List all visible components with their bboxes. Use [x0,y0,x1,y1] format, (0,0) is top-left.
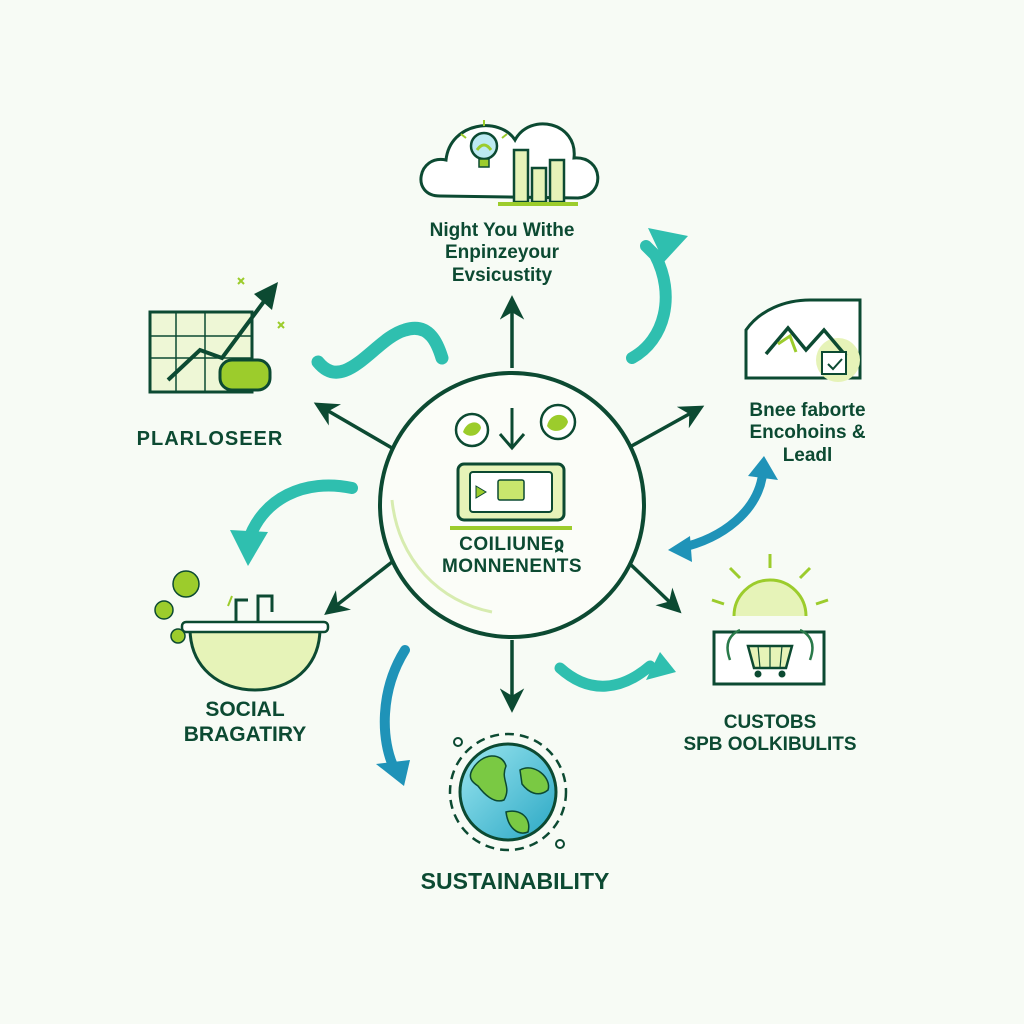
blue-arrow-right-up [675,473,767,553]
node-label-top-line-1: Night You Withe [429,220,575,241]
teal-arrowhead-bottom-right [646,652,676,680]
node-label-bottom: SUSTAINABILITY [380,868,650,895]
arrow-to-bottom-right [626,560,682,614]
arrow-to-left [313,402,393,450]
node-label-right-line-2: Encohoins & [749,422,866,444]
center-hub-label-line-2: MONNENENTS [441,556,583,578]
teal-arrow-bottom-right [554,660,656,692]
device-icon [450,462,572,530]
node-label-bottom-left: SOCIAL BRAGATIRY [160,698,330,748]
node-label-top-line-3: Evsicustity [451,264,553,286]
cycle-arrows [230,228,778,786]
center-hub-highlight [390,499,493,614]
center-leaf-icon-right [539,403,577,441]
teal-arrow-top-right [626,240,672,364]
node-label-top: Night You Withe Enpinzeyour Evsicustity [392,220,612,287]
globe-icon [448,732,568,852]
shopping-cart-icon [711,554,829,686]
node-label-bottom-right: CUSTOBS SPB OOLKIBULITS [670,712,870,757]
node-label-right: Bnee faborte Encohoins & Leadl [720,400,895,467]
blue-arrowhead-right-up [748,456,778,480]
growth-chart-icon [148,277,285,394]
arrow-to-right [627,405,705,450]
center-hub-label-line-1: COILIUNEჲ [459,534,565,555]
node-label-bottom-left-line-2: BRAGATIRY [183,722,307,746]
node-label-top-line-2: Enpinzeyour [444,242,559,264]
teal-arrowhead-top-right [648,228,688,262]
bowl-plants-icon [154,570,330,692]
node-label-right-line-1: Bnee faborte [749,400,866,421]
node-label-left: PLARLOSEER [120,428,300,452]
node-label-right-line-3: Leadl [782,444,833,466]
blue-arrowhead-right-down [668,536,692,562]
arrow-to-bottom-left [324,560,394,616]
house-chart-icon [744,298,862,382]
blue-arrow-bottom-left [379,645,410,775]
cloud-bulb-chart-icon [419,120,600,206]
down-arrow-icon [498,408,526,451]
center-hub [378,371,646,639]
hub-connectors [313,295,705,713]
center-hub-label: COILIUNEჲ MONNENENTS [412,534,612,579]
node-label-bottom-line-1: SUSTAINABILITY [420,868,610,894]
center-leaf-icon-left [454,412,490,448]
node-label-bottom-right-line-1: CUSTOBS [723,712,817,733]
teal-wave-left [311,321,449,379]
teal-arrow-left-down [242,479,358,548]
node-label-bottom-right-line-2: SPB OOLKIBULITS [683,734,857,756]
teal-arrowhead-left-down [230,530,268,566]
node-label-bottom-left-line-1: SOCIAL [205,698,285,721]
blue-arrowhead-bottom-left [376,760,410,786]
node-label-left-line-1: PLARLOSEER [136,428,284,450]
